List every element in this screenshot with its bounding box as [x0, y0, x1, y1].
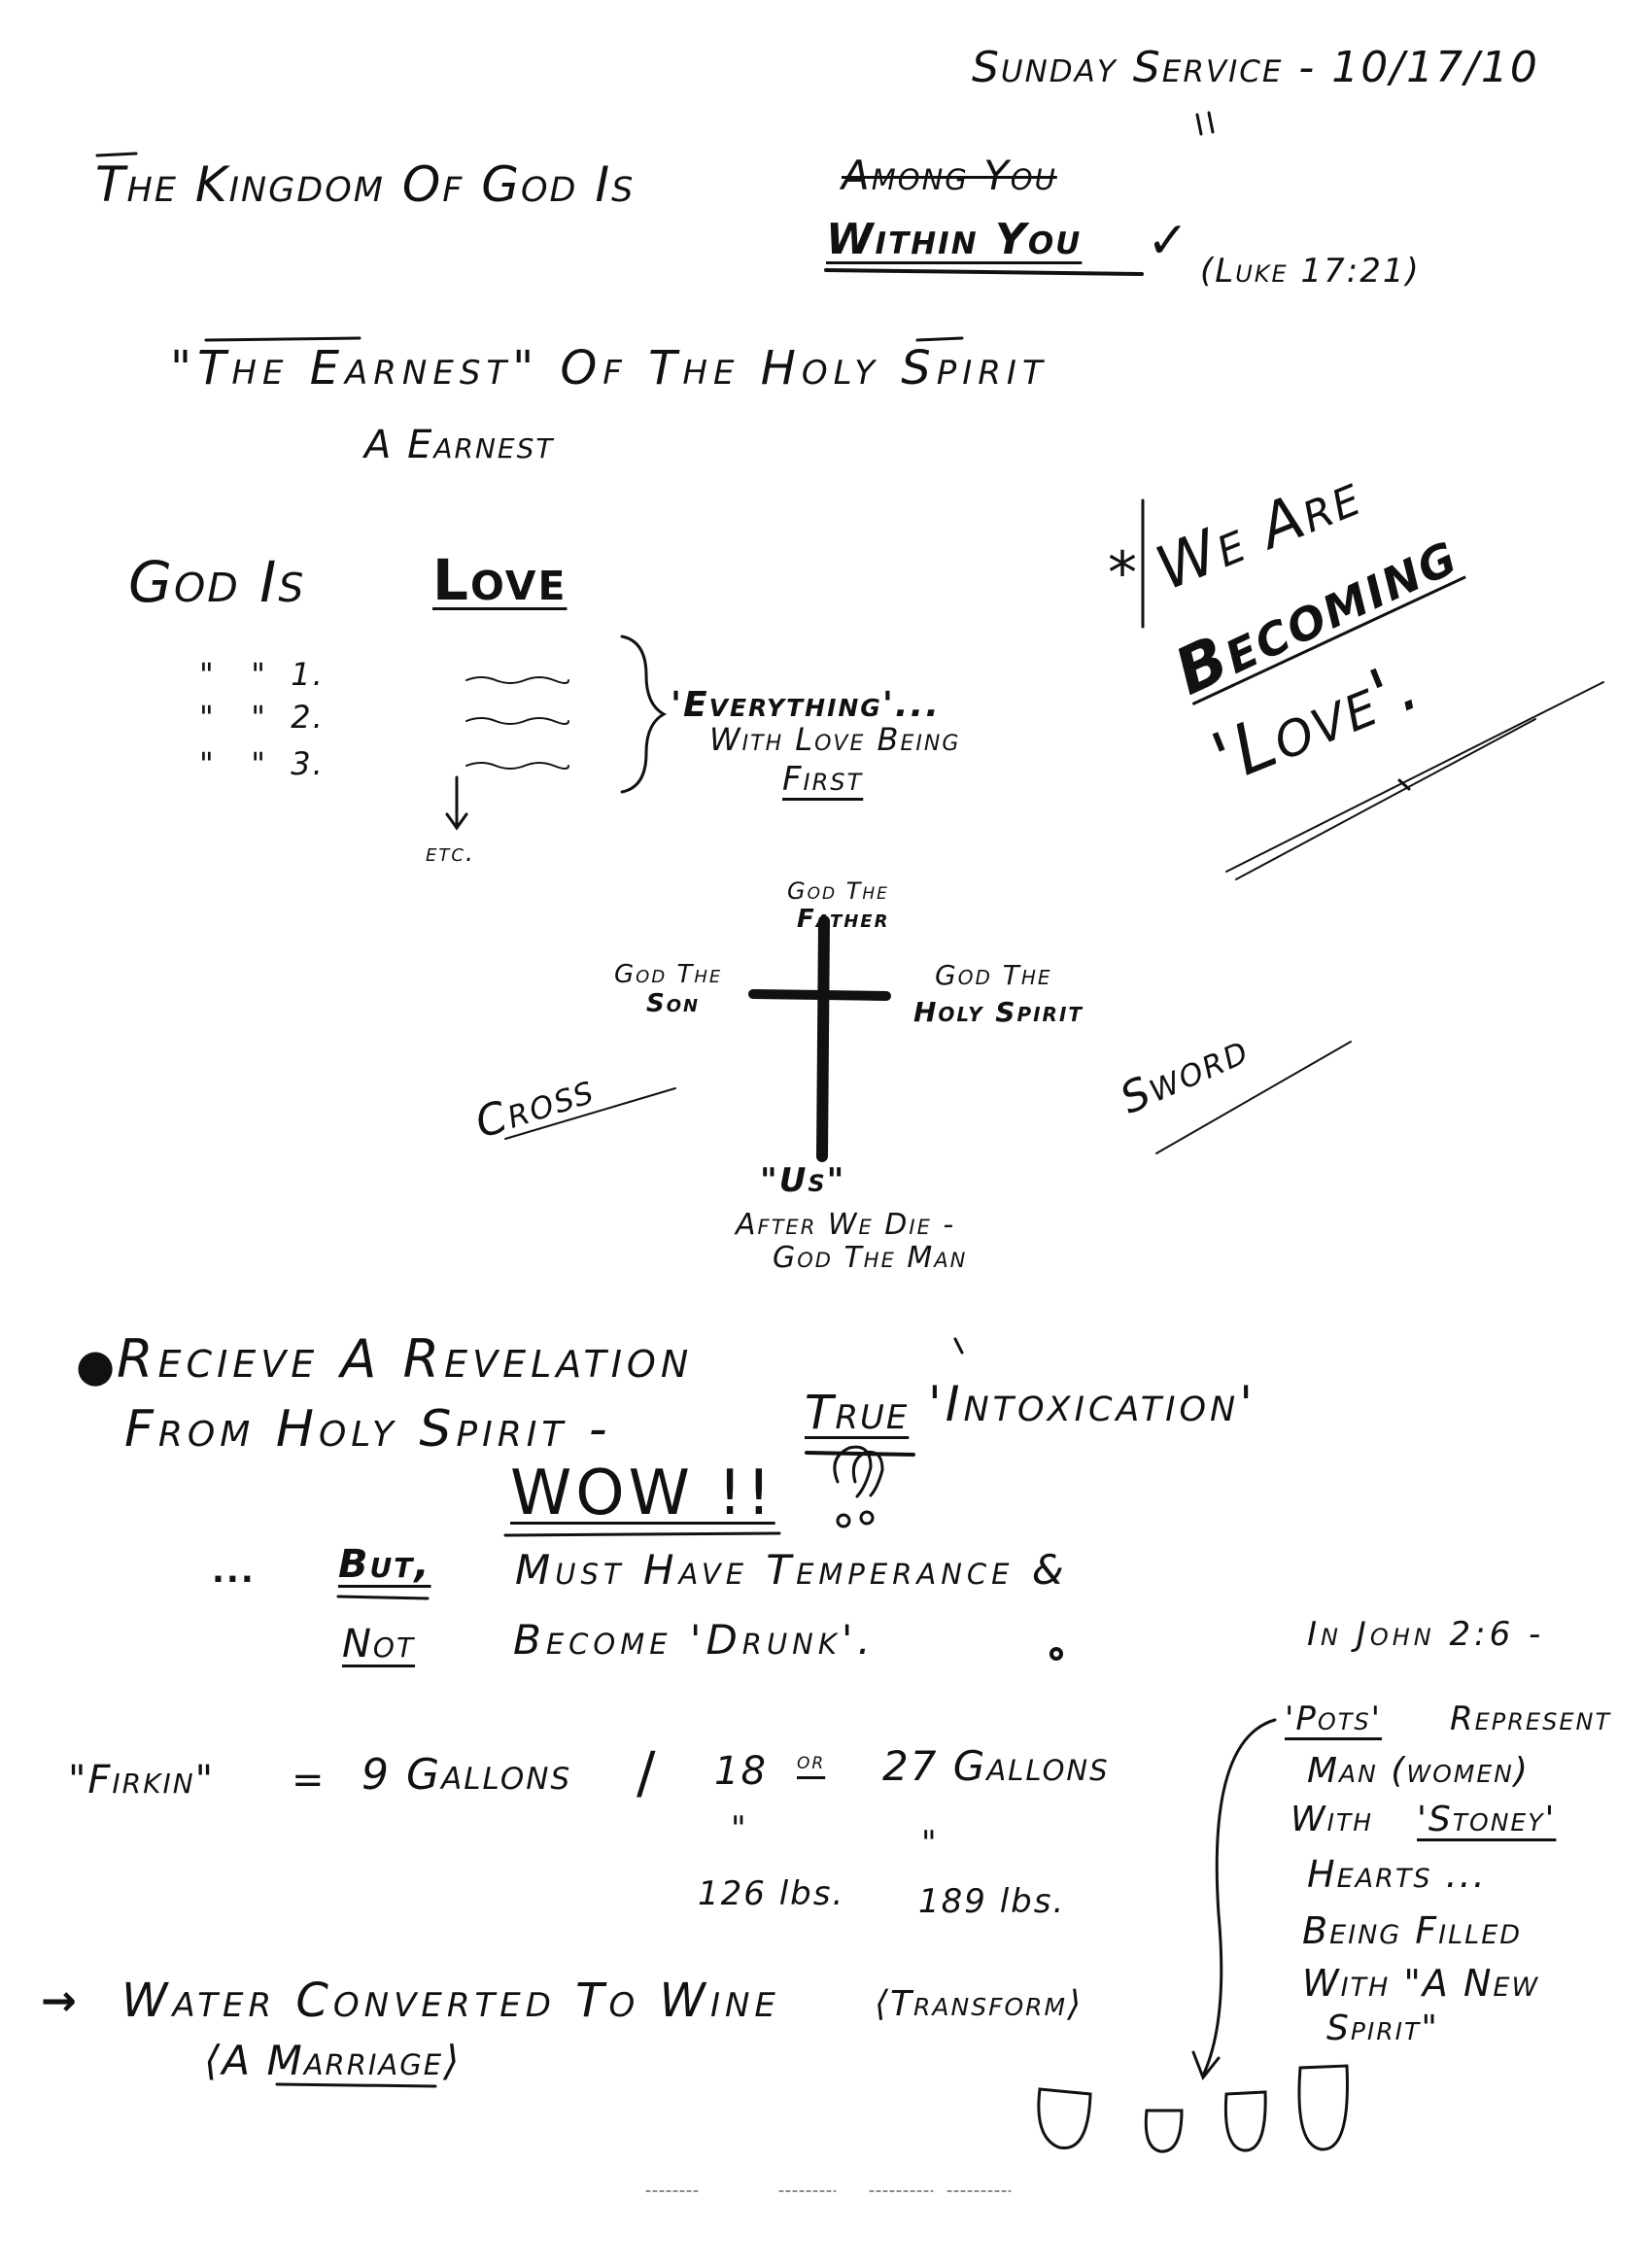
love-word: Love — [432, 547, 568, 613]
represent-word: Represent — [1450, 1700, 1612, 1738]
eighteen: 18 — [714, 1749, 768, 1794]
with-love-label: With Love Being — [709, 721, 961, 758]
spirit-word: Spirit" — [1326, 2008, 1439, 2048]
son-2: Son — [646, 989, 701, 1018]
down-arrow — [445, 775, 468, 831]
becoming-tick — [1397, 778, 1411, 791]
true-double-underline — [805, 1451, 915, 1457]
ditto-row-1: " " 1. — [199, 656, 325, 693]
etc-label: etc. — [426, 839, 476, 868]
star-icon: * — [1108, 539, 1139, 607]
wow-word: WOW !! — [510, 1458, 775, 1529]
intoxication-word: 'Intoxication' — [928, 1376, 1256, 1432]
john-heading: In John 2:6 - — [1307, 1615, 1545, 1654]
pot-1 — [1037, 2087, 1092, 2150]
but-prefix: ... — [212, 1552, 256, 1591]
slash-mark: / — [637, 1739, 658, 1805]
or-word: or — [797, 1747, 826, 1774]
spirit-1: God The — [935, 959, 1052, 991]
earnest-title: "The Earnest" Of The Holy Spirit — [170, 341, 1049, 395]
but-double-underline — [336, 1595, 430, 1600]
true-word: True — [805, 1386, 910, 1440]
revelation-line2a: From Holy Spirit - — [124, 1400, 612, 1459]
with-new: With "A New — [1302, 1962, 1540, 2005]
firkin-label: "Firkin" — [68, 1758, 216, 1802]
being-filled: Being Filled — [1302, 1909, 1523, 1952]
first-label: First — [782, 760, 864, 799]
wow-dot-2 — [859, 1510, 875, 1526]
after-die-2: God The Man — [773, 1241, 968, 1275]
man-women: Man (women) — [1307, 1751, 1530, 1791]
bullet-icon: ● — [76, 1339, 118, 1391]
son-1: God The — [614, 960, 723, 989]
after-die-1: After We Die - — [736, 1208, 956, 1242]
transform-word: ⟨Transform⟩ — [875, 1984, 1084, 2024]
earnest-sub: A Earnest — [364, 423, 555, 467]
marriage-word: ⟨A Marriage⟩ — [204, 2037, 462, 2084]
ditto-2: " — [921, 1824, 939, 1863]
curved-arrow-head — [1191, 2050, 1221, 2080]
spirit-2: Holy Spirit — [913, 996, 1084, 1028]
within-underline — [824, 268, 1144, 276]
everything-label: 'Everything'... — [671, 685, 941, 725]
hearts-word: Hearts ... — [1307, 1853, 1487, 1896]
nine-gallons: 9 Gallons — [361, 1750, 572, 1800]
wow-exclaim-bubbles — [833, 1445, 884, 1498]
but-word: But, — [338, 1542, 431, 1587]
curly-brace — [620, 635, 668, 794]
cross-horizontal — [748, 989, 891, 1001]
cross-word: Cross — [469, 1063, 601, 1149]
within-you: Within You — [826, 215, 1083, 264]
luke-reference: (Luke 17:21) — [1200, 252, 1421, 291]
water-wine-line: Water Converted To Wine — [121, 1974, 780, 2028]
wavy-line-3 — [465, 762, 569, 770]
revelation-line1: Recieve A Revelation — [117, 1328, 694, 1390]
check-icon: ✓ — [1147, 212, 1191, 270]
kingdom-line: The Kingdom Of God Is — [95, 156, 636, 213]
father-1: God The — [787, 877, 889, 905]
equals-sign: = — [292, 1758, 327, 1802]
wavy-line-1 — [465, 676, 569, 684]
pot-2 — [1144, 2109, 1184, 2153]
lbs-189: 189 lbs. — [918, 1882, 1066, 1921]
drunk-dot — [1050, 1647, 1063, 1661]
wavy-line-2 — [465, 717, 569, 725]
header-quote-mark — [1195, 111, 1215, 136]
struck-among-you: Among You — [842, 152, 1057, 199]
drunk-line: Become 'Drunk'. — [513, 1616, 876, 1664]
arrow-icon: → — [41, 1976, 79, 2026]
cross-vertical — [816, 915, 830, 1162]
curved-arrow — [1201, 1718, 1277, 2077]
father-2: Father — [797, 905, 890, 934]
pots-word: 'Pots' — [1285, 1700, 1382, 1738]
earnest-overline — [204, 336, 964, 342]
pot-3 — [1223, 2090, 1267, 2152]
stoney-word: 'Stoney' — [1417, 1800, 1557, 1839]
not-word: Not — [342, 1622, 416, 1666]
ditto-1: " — [731, 1809, 748, 1848]
sword-word: Sword — [1113, 1023, 1256, 1124]
pot-4 — [1297, 2064, 1349, 2151]
marriage-underline — [275, 2082, 437, 2088]
ditto-row-3: " " 3. — [199, 745, 325, 782]
twentyseven-gallons: 27 Gallons — [882, 1742, 1110, 1790]
us-label: "Us" — [760, 1161, 846, 1200]
temperance-line: Must Have Temperance & — [515, 1546, 1069, 1594]
ditto-row-2: " " 2. — [199, 699, 325, 736]
with-prefix: With — [1291, 1800, 1374, 1839]
god-is: God Is — [128, 549, 306, 615]
kingdom-overline — [95, 152, 138, 157]
intox-tick — [953, 1337, 964, 1355]
service-header: Sunday Service - 10/17/10 — [972, 43, 1539, 92]
wow-dot-1 — [836, 1513, 851, 1528]
wow-underline — [503, 1531, 781, 1537]
lbs-126: 126 lbs. — [698, 1874, 845, 1913]
